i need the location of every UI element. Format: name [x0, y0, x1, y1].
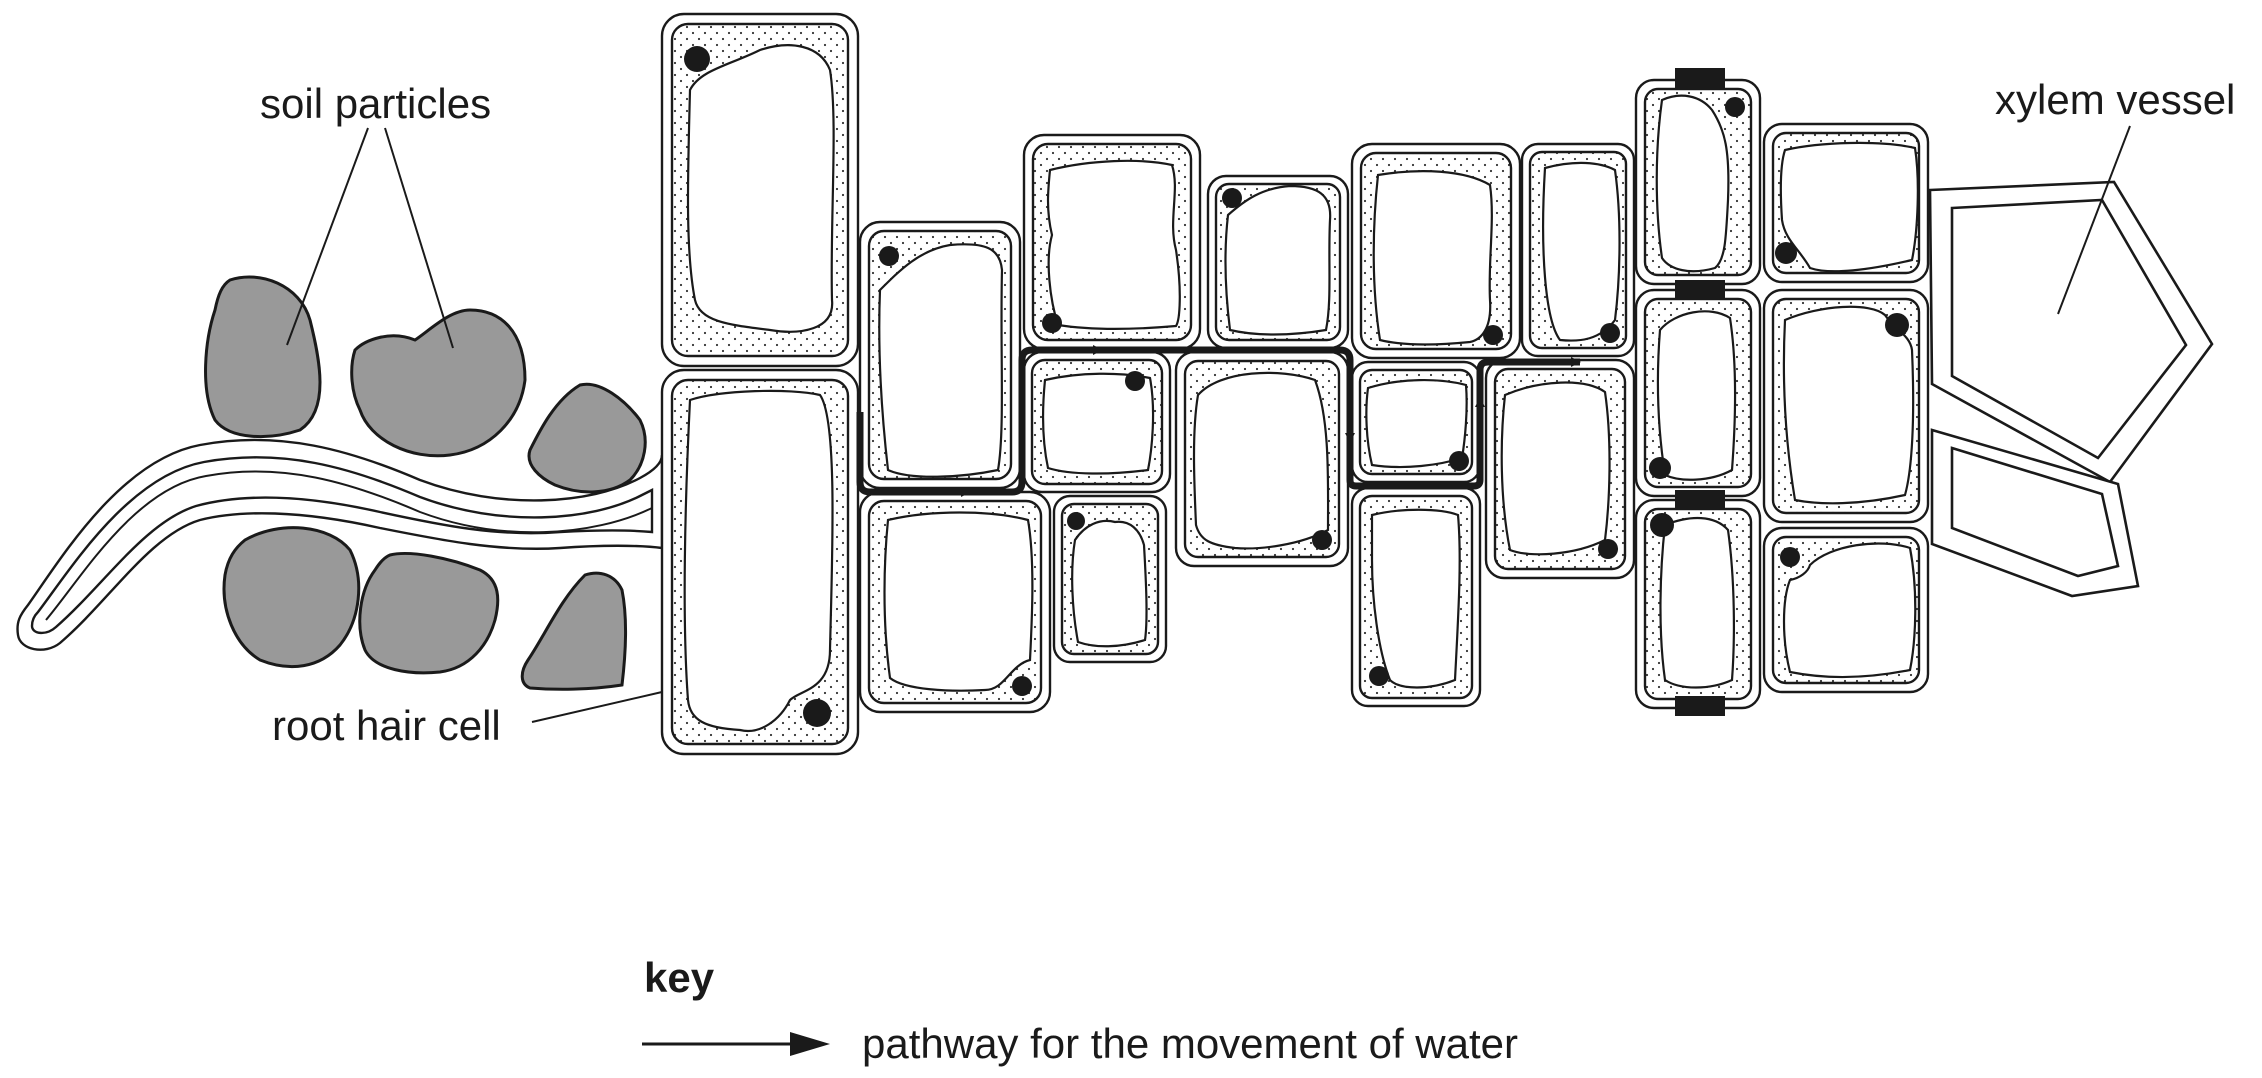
casparian-strip	[1675, 280, 1725, 300]
cell	[1052, 494, 1168, 664]
endodermis-cell	[1634, 280, 1762, 498]
soil-particles-leader	[286, 127, 369, 346]
key: key pathway for the movement of water	[642, 954, 1518, 1067]
soil-particle	[222, 526, 361, 669]
endodermis-cell	[1634, 490, 1762, 716]
cell	[660, 12, 860, 368]
xylem-vessel-label: xylem vessel	[1995, 76, 2235, 123]
water-pathway	[856, 345, 1581, 497]
cell	[1520, 142, 1636, 358]
casparian-strip	[1675, 696, 1725, 716]
soil-particles-leader	[384, 127, 454, 349]
casparian-strip	[1675, 490, 1725, 510]
xylem-vessel	[1928, 180, 2214, 598]
cell	[858, 490, 1052, 714]
casparian-strip	[1675, 68, 1725, 88]
soil-particle	[358, 551, 500, 675]
cell	[1206, 174, 1350, 350]
soil-particle	[527, 382, 647, 494]
root-hair-cell	[660, 368, 860, 756]
root-hair-cell-label: root hair cell	[272, 702, 501, 749]
root-cells	[660, 12, 1930, 756]
soil-particle	[204, 275, 322, 439]
cell	[1350, 486, 1482, 708]
root-hair-cell-leader	[531, 691, 663, 723]
cell	[1762, 288, 1930, 524]
cell	[1022, 350, 1172, 494]
cell	[1350, 142, 1522, 360]
xylem-vessel-leader	[2057, 125, 2131, 315]
soil-particle	[520, 571, 627, 691]
cell	[858, 220, 1022, 490]
soil-particles	[204, 275, 647, 691]
soil-particle	[350, 308, 527, 458]
key-arrow-label: pathway for the movement of water	[862, 1020, 1518, 1067]
cell	[1762, 122, 1930, 284]
root-hair	[16, 438, 664, 651]
cell	[1350, 360, 1482, 484]
soil-particles-label: soil particles	[260, 80, 491, 127]
cell	[1022, 133, 1202, 351]
key-title: key	[644, 954, 715, 1001]
cell	[1762, 526, 1930, 694]
cell	[1174, 350, 1350, 568]
cell	[1484, 358, 1636, 580]
endodermis-cell	[1634, 68, 1762, 286]
arrow-icon	[642, 1032, 830, 1056]
